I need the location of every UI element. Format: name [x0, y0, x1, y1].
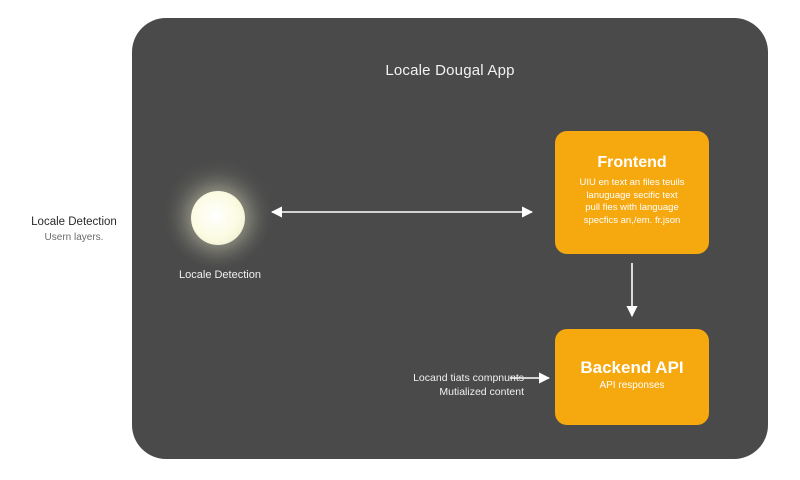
outside-legend-subtitle: Usern layers.: [44, 232, 104, 243]
frontend-box: Frontend UIU en text an files teuils lan…: [555, 131, 709, 254]
frontend-line: specfics an,/em. fr.json: [583, 214, 681, 226]
backend-title: Backend API: [580, 358, 684, 377]
panel-title: Locale Dougal App: [385, 62, 515, 79]
content-note: Locand tiats compnunts Mutialized conten…: [364, 371, 524, 399]
backend-box: Backend API API responses: [555, 329, 709, 425]
frontend-line: UIU en text an files teuils: [579, 177, 685, 188]
frontend-title: Frontend: [597, 154, 667, 171]
content-note-line: Mutialized content: [439, 386, 524, 398]
backend-body: API responses: [599, 380, 665, 391]
frontend-line: pull fies with language: [585, 202, 679, 213]
content-note-line: Locand tiats compnunts: [413, 372, 524, 384]
outside-legend: Locale Detection Usern layers.: [14, 214, 134, 245]
light-label: Locale Detection: [179, 269, 261, 281]
locale-light-icon: [191, 191, 245, 245]
frontend-body: UIU en text an files teuils lanuguage se…: [555, 177, 709, 227]
frontend-line: lanuguage secific text: [586, 189, 678, 201]
app-panel: Locale Dougal App Locale Detection Front…: [132, 18, 768, 459]
outside-legend-title: Locale Detection: [31, 216, 117, 228]
